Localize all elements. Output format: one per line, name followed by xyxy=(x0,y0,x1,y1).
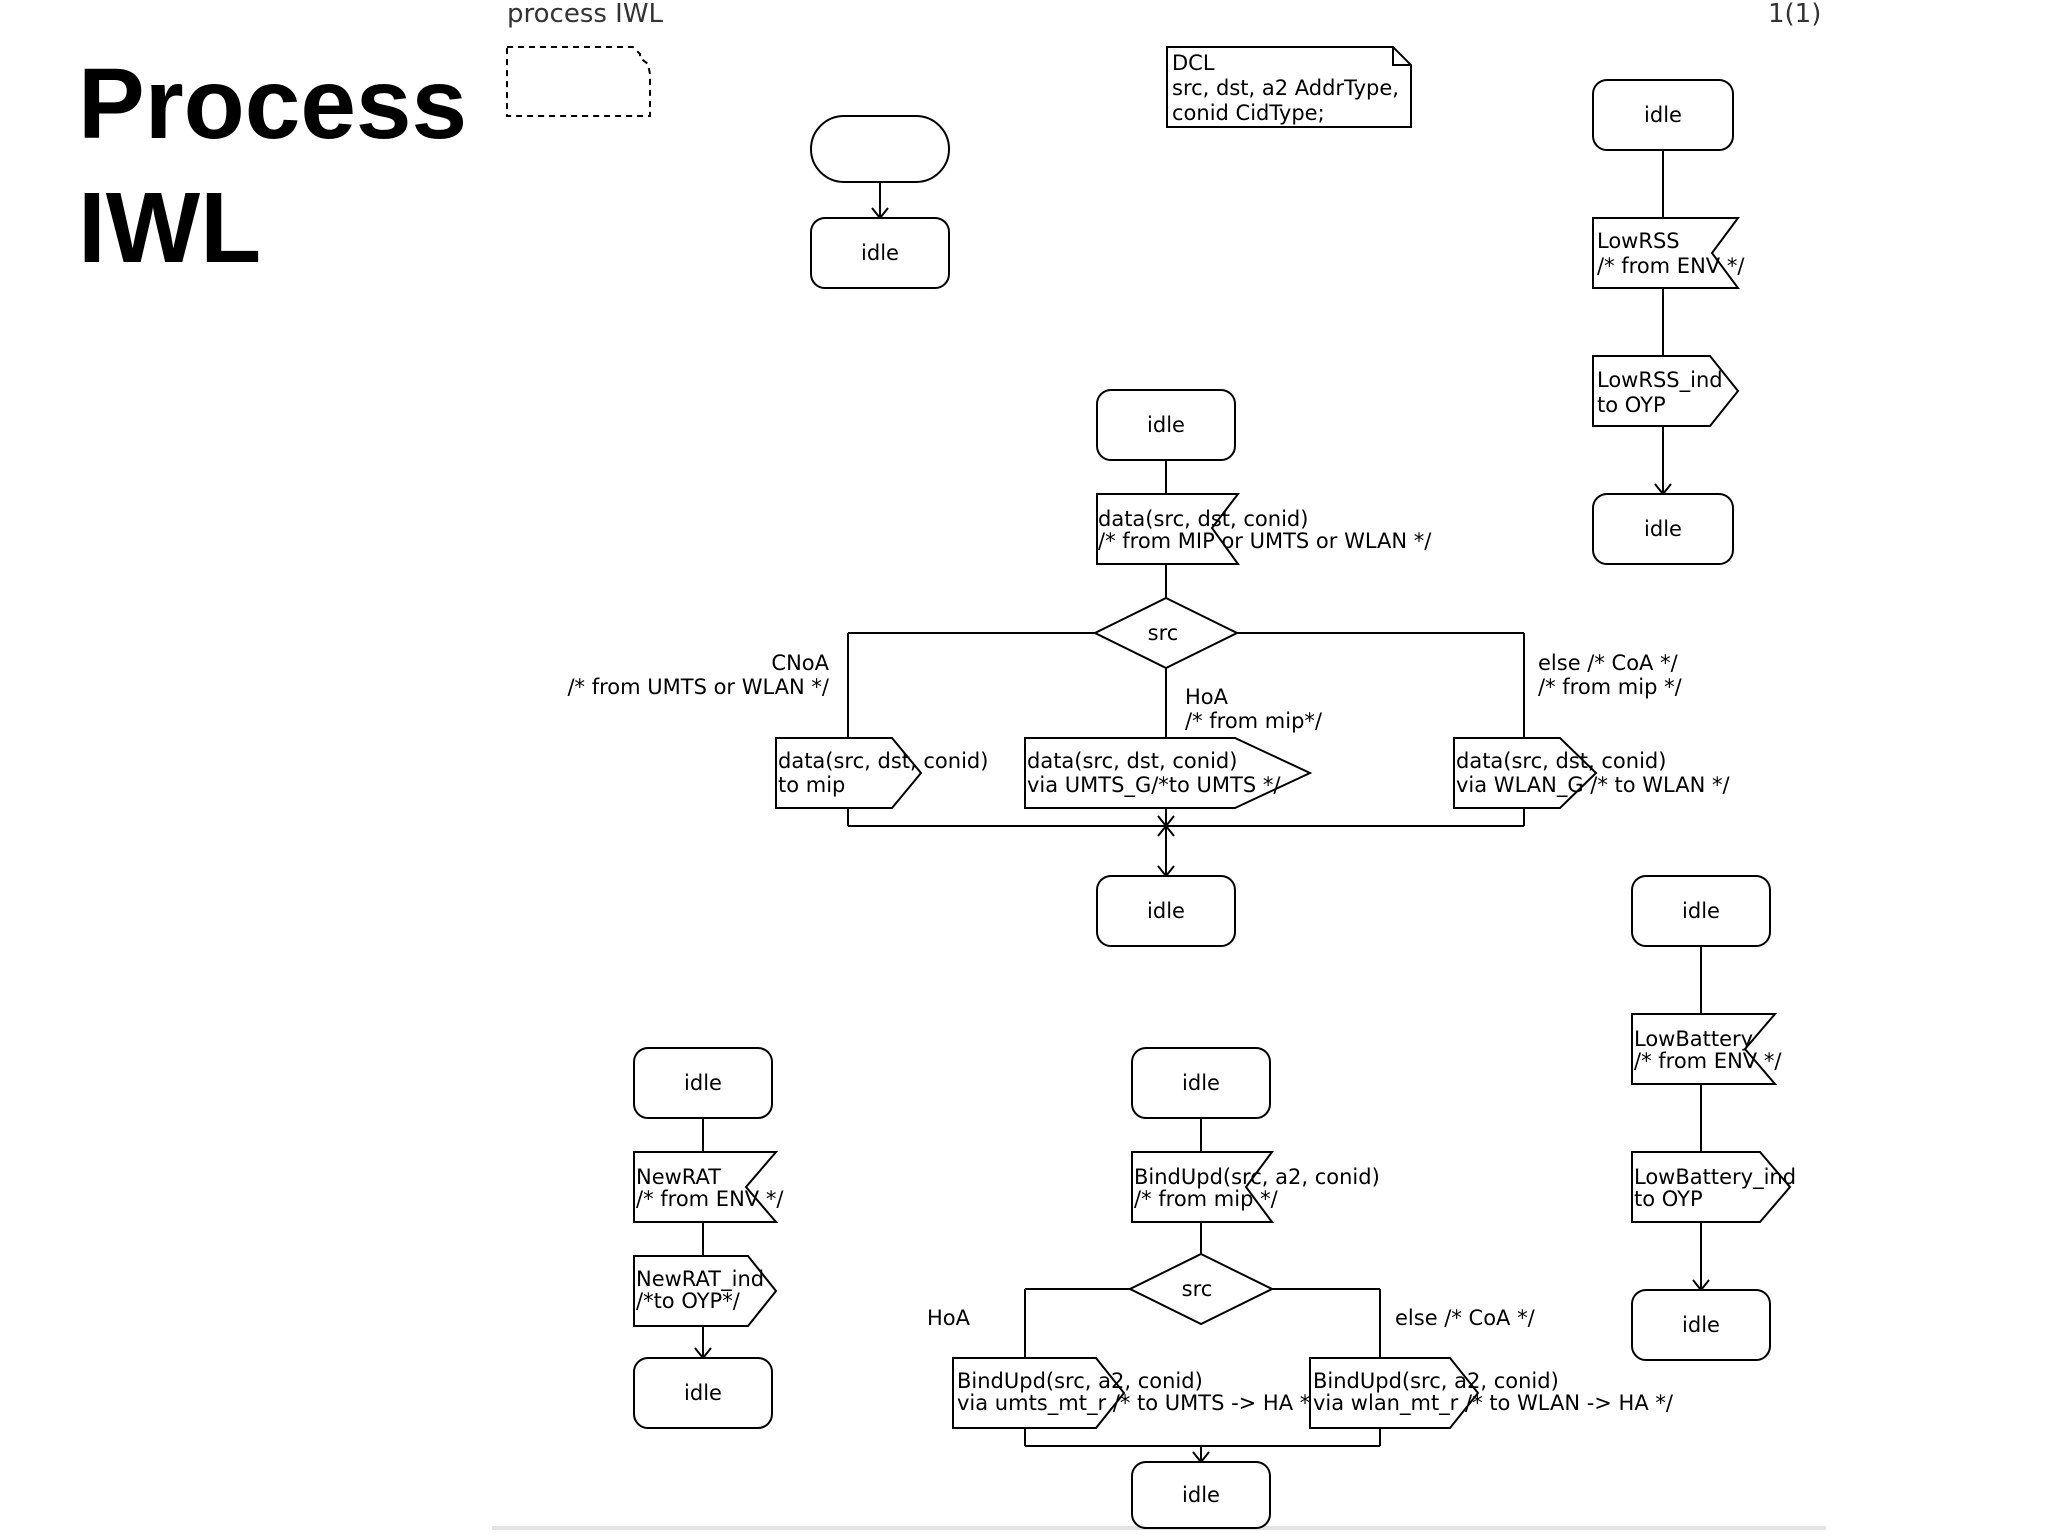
state-idle xyxy=(1131,1461,1271,1529)
output-wlan-line-2: via WLAN_G /* to WLAN */ xyxy=(1456,773,1730,798)
slide-title-line-2: IWL xyxy=(78,172,262,284)
output-signal-bindupd-via-umts xyxy=(952,1357,1126,1429)
output-newrat-line-2: /*to OYP*/ xyxy=(636,1289,741,1313)
start-group: idle xyxy=(810,115,950,289)
output-lowrss-line-1: LowRSS_ind xyxy=(1597,368,1723,393)
slide-title-line-1: Process xyxy=(78,48,468,160)
branch-else-line-1: else /* CoA */ xyxy=(1538,651,1679,675)
output-signal-lowbattery-ind xyxy=(1631,1151,1792,1223)
output-signal-data-via-wlan xyxy=(1453,737,1598,809)
branch-hoa-label: HoA xyxy=(927,1306,971,1330)
input-newrat-line-2: /* from ENV */ xyxy=(636,1187,784,1211)
input-data-line-2: /* from MIP or UMTS or WLAN */ xyxy=(1098,529,1432,553)
output-lowbattery-line-1: LowBattery_ind xyxy=(1634,1165,1796,1190)
state-idle xyxy=(810,217,950,289)
input-data-line-1: data(src, dst, conid) xyxy=(1098,507,1308,531)
lowrss-group: idle LowRSS /* from ENV */ LowRSS_ind to… xyxy=(1592,79,1745,565)
dcl-line-3: conid CidType; xyxy=(1172,101,1325,125)
process-header-label: process IWL xyxy=(507,0,664,29)
newrat-group: idle NewRAT /* from ENV */ NewRAT_ind /*… xyxy=(633,1047,784,1429)
state-idle-label: idle xyxy=(1147,413,1185,437)
branch-else-line-2: /* from mip */ xyxy=(1538,675,1683,699)
state-idle-label: idle xyxy=(1147,899,1185,923)
state-idle-label: idle xyxy=(1682,1313,1720,1337)
state-idle-label: idle xyxy=(684,1381,722,1405)
output-mip-line-2: to mip xyxy=(778,773,845,797)
decision-src-label: src xyxy=(1182,1277,1213,1301)
input-signal-bindupd xyxy=(1131,1151,1274,1223)
state-idle xyxy=(1631,1289,1771,1361)
output-umts-line-1: data(src, dst, conid) xyxy=(1027,749,1237,773)
branch-cnoa-line-2: /* from UMTS or WLAN */ xyxy=(567,675,829,699)
output-lowbattery-line-2: to OYP xyxy=(1634,1187,1703,1211)
output-umts-line-2: via umts_mt_r /* to UMTS -> HA */ xyxy=(957,1391,1318,1416)
output-lowrss-line-2: to OYP xyxy=(1597,393,1666,417)
output-signal-newrat-ind xyxy=(633,1255,778,1327)
output-umts-line-1: BindUpd(src, a2, conid) xyxy=(957,1369,1203,1393)
state-idle-label: idle xyxy=(1644,103,1682,127)
page-number-label: 1(1) xyxy=(1768,0,1821,29)
input-signal-newrat xyxy=(633,1151,779,1223)
output-wlan-line-2: via wlan_mt_r /* to WLAN -> HA */ xyxy=(1313,1391,1674,1416)
input-signal-lowrss xyxy=(1592,217,1740,289)
branch-hoa-line-1: HoA xyxy=(1185,685,1229,709)
state-idle xyxy=(633,1357,773,1429)
input-lowrss-line-1: LowRSS xyxy=(1597,229,1680,253)
output-umts-line-2: via UMTS_G/*to UMTS */ xyxy=(1027,773,1281,798)
text-symbol-dashed xyxy=(506,46,651,117)
dcl-line-1: DCL xyxy=(1172,51,1215,75)
state-idle-label: idle xyxy=(1182,1071,1220,1095)
state-idle xyxy=(1096,875,1236,947)
branch-hoa-line-2: /* from mip*/ xyxy=(1185,709,1323,733)
output-wlan-line-1: data(src, dst, conid) xyxy=(1456,749,1666,773)
bindupd-group: idle BindUpd(src, a2, conid) /* from mip… xyxy=(927,1047,1674,1529)
state-idle-label: idle xyxy=(1644,517,1682,541)
state-idle-label: idle xyxy=(1682,899,1720,923)
lowbattery-group: idle LowBattery /* from ENV */ LowBatter… xyxy=(1631,875,1796,1361)
branch-else-label: else /* CoA */ xyxy=(1395,1306,1536,1330)
state-idle-label: idle xyxy=(1182,1483,1220,1507)
output-mip-line-1: data(src, dst, conid) xyxy=(778,749,988,773)
input-lowrss-line-2: /* from ENV */ xyxy=(1597,254,1745,278)
output-signal-data-via-umts xyxy=(1024,737,1313,809)
input-signal-lowbattery xyxy=(1631,1013,1778,1085)
input-bindupd-line-2: /* from mip */ xyxy=(1134,1187,1279,1211)
branch-cnoa-line-1: CNoA xyxy=(771,651,829,675)
dcl-declaration-box: DCL src, dst, a2 AddrType, conid CidType… xyxy=(1166,46,1412,128)
start-symbol xyxy=(810,115,950,183)
decision-src-label: src xyxy=(1148,621,1179,645)
input-lowbattery-line-1: LowBattery xyxy=(1634,1027,1753,1051)
data-group: idle data(src, dst, conid) /* from MIP o… xyxy=(567,389,1730,947)
state-idle-label: idle xyxy=(684,1071,722,1095)
output-signal-lowrss-ind xyxy=(1592,355,1740,427)
output-newrat-line-1: NewRAT_ind xyxy=(636,1267,764,1292)
decision-src xyxy=(1127,1252,1275,1326)
input-signal-data xyxy=(1096,493,1241,565)
dcl-line-2: src, dst, a2 AddrType, xyxy=(1172,76,1399,100)
input-lowbattery-line-2: /* from ENV */ xyxy=(1634,1049,1782,1073)
input-newrat-line-1: NewRAT xyxy=(636,1165,721,1189)
slide-title: Process IWL xyxy=(78,42,508,290)
state-idle-label: idle xyxy=(861,241,899,265)
output-signal-data-to-mip xyxy=(775,737,923,809)
output-signal-bindupd-via-wlan xyxy=(1309,1357,1480,1429)
state-idle xyxy=(1592,493,1734,565)
output-wlan-line-1: BindUpd(src, a2, conid) xyxy=(1313,1369,1559,1393)
input-bindupd-line-1: BindUpd(src, a2, conid) xyxy=(1134,1165,1380,1189)
